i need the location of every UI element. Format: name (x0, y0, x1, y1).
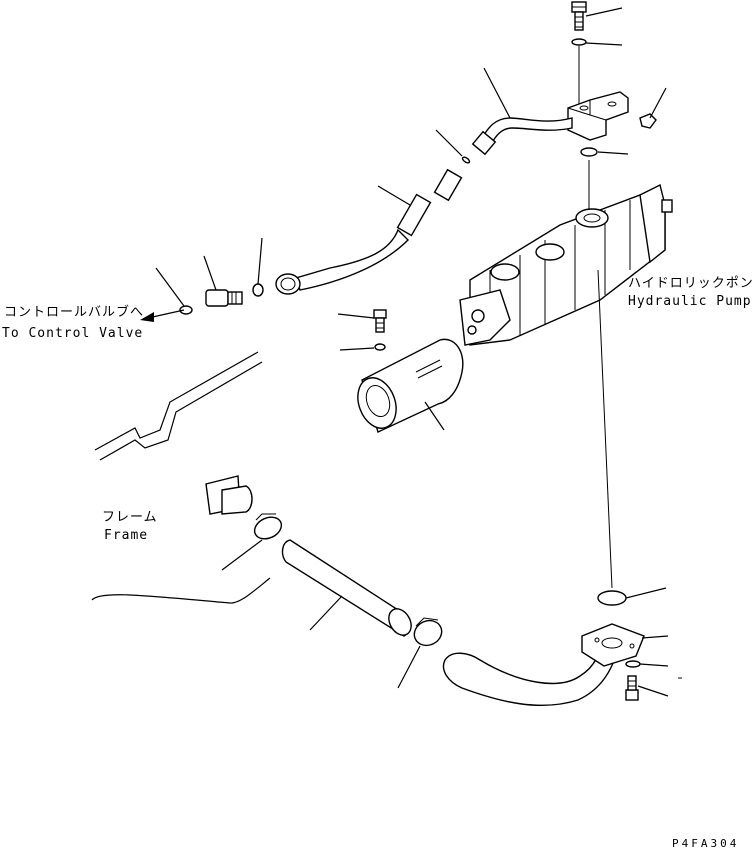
filter-element (357, 338, 464, 433)
label-control-valve-en: To Control Valve (2, 326, 144, 341)
suction-tube (442, 623, 645, 707)
lower-oring (597, 590, 627, 606)
mid-bolt (373, 309, 387, 333)
oring-mid (252, 283, 264, 297)
oring-left (179, 305, 193, 315)
arrow-icon (140, 312, 154, 322)
lower-washer (625, 660, 641, 668)
lower-bolt (625, 675, 639, 701)
hydraulic-pump (459, 183, 673, 346)
small-bolt-right (639, 113, 657, 129)
flange-block (567, 91, 629, 141)
label-frame-jp: フレーム (102, 510, 158, 525)
suction-port (205, 475, 253, 515)
elbow-fitting (205, 289, 243, 307)
label-frame-en: Frame (104, 528, 149, 543)
label-pump-jp: ハイドロリックポンプ (628, 276, 752, 291)
label-control-valve-jp: コントロールバルブへ (4, 305, 145, 320)
mid-washer (374, 343, 386, 351)
top-bolt (571, 1, 587, 31)
hose-clamp-lower (413, 617, 443, 647)
frame-leader (91, 577, 271, 604)
drawing-code: P4FA304 (672, 837, 740, 849)
suction-hose (281, 539, 412, 637)
top-pipe (471, 117, 573, 156)
frame-outline (94, 351, 263, 461)
top-washer (571, 38, 587, 46)
label-pump-en: Hydraulic Pump (628, 294, 752, 309)
hose-assembly (275, 168, 463, 295)
hose-clamp-upper (253, 513, 283, 540)
pump-oring (580, 147, 598, 157)
oring-small (461, 156, 471, 164)
